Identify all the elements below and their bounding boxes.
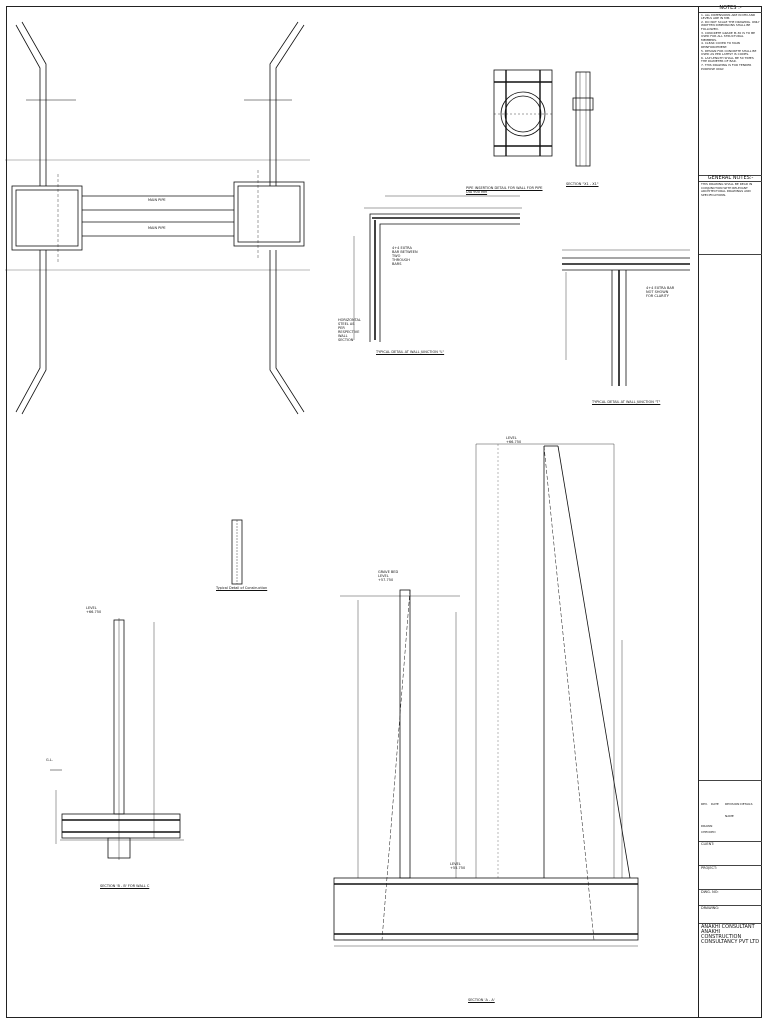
notes-heading: NOTES :- [699, 6, 762, 13]
caption-section-b: SECTION 'B - B' FOR WALL C [100, 884, 150, 888]
dwg-no-cell: DWG. NO: [699, 890, 762, 907]
title-block: NOTES :- 1. ALL DIMENSIONS ARE IN MM AND… [698, 6, 762, 1018]
desc-col: REVISION DETAILS [725, 802, 753, 807]
section-x [572, 71, 594, 167]
gl-label: G.L. [46, 758, 53, 762]
firm-block: ANAKHI CONSULTANT ANAKHI CONSTRUCTION CO… [699, 924, 762, 946]
firm-line-3: CONSULTANCY PVT LTD [701, 939, 760, 946]
checked-label: CHECKED [701, 830, 716, 835]
caption-pipe-detail: PIPE INSERTION DETAIL FOR WALL FOR PIPE … [466, 186, 543, 194]
junction-t [562, 249, 690, 386]
note-4: 4. CLEAR COVER TO MAIN REINFORCEMENT. [701, 41, 740, 49]
level-a-label: LEVEL +66.750 [506, 436, 522, 444]
caption-section-a: SECTION 'A - A' [468, 998, 495, 1002]
construction-detail [231, 519, 243, 585]
extra-bar-t-label: 4+4 EXTRA BAR NOT SHOWN FOR CLARITY [646, 286, 675, 298]
section-a [333, 443, 639, 947]
project-cell: PROJECT: [699, 866, 762, 891]
name-col: NAME [725, 814, 734, 819]
firm-line-2: ANAKHI CONSTRUCTION [701, 929, 742, 941]
general-notes-heading: GENERAL NOTES:- [699, 175, 762, 183]
note-7: 7. THIS DRAWING IS FOR TENDER PURPOSE ON… [701, 62, 752, 71]
note-6: 6. LAP LENGTH SHALL BE 50 TIMES THE DIAM… [701, 55, 754, 64]
caption-junction-t: TYPICAL DETAIL AT WALL JUNCTION "T" [592, 400, 661, 404]
caption-junction-l: TYPICAL DETAIL AT WALL JUNCTION "L" [376, 350, 445, 354]
horizontal-steel-label: HORIZONTAL STEEL AS PER RESPECTIVE WALL … [338, 318, 361, 342]
pipe-detail [493, 69, 553, 157]
extra-bar-label: 4+4 EXTRA BAR BETWEEN TWO THROUGH BARS [392, 246, 418, 266]
main-pipe-label-2: MAIN PIPE [148, 226, 166, 230]
structural-drawing [5, 21, 690, 947]
note-2: 2. DO NOT SCALE THE DRAWING. ONLY WRITTE… [701, 19, 760, 31]
drawn-label: DRAWN [701, 824, 713, 829]
revision-table: REV. DATE REVISION DETAILS NAME DRAWN CH… [699, 781, 762, 843]
general-notes: THIS DRAWING SHALL BE READ IN CONJUNCTIO… [699, 182, 762, 256]
note-1: 1. ALL DIMENSIONS ARE IN MM AND LEVELS A… [701, 12, 756, 21]
drawing-cell: DRAWING: [699, 906, 762, 925]
rev-col: REV. [701, 802, 708, 807]
level-c-label: LEVEL +55.750 [450, 862, 466, 870]
note-5: 5. DESIGN FOR CONCRETE SHALL BE USED AS … [701, 48, 757, 57]
note-3: 3. CONCRETE GRADE M-30 IS TO BE USED FOR… [701, 30, 756, 42]
plan-view [5, 21, 310, 415]
notes-list: 1. ALL DIMENSIONS ARE IN MM AND LEVELS A… [699, 13, 762, 176]
caption-construction: Typical Detail of Construction [216, 586, 268, 590]
level-b-label: LEVEL +66.750 [86, 606, 102, 614]
blank-area [699, 255, 762, 782]
firm-line-1: ANAKHI CONSULTANT [701, 924, 755, 931]
date-col: DATE [711, 802, 719, 807]
client-cell: CLIENT: [699, 842, 762, 867]
junction-l [353, 195, 522, 342]
caption-section-x: SECTION "X1 - X1" [566, 182, 599, 186]
main-pipe-label-1: MAIN PIPE [148, 198, 166, 202]
section-b [50, 618, 184, 860]
grave-bed-level-label: GRAVE BED LEVEL +57.750 [378, 570, 399, 582]
drawing-sheet [6, 6, 762, 1018]
